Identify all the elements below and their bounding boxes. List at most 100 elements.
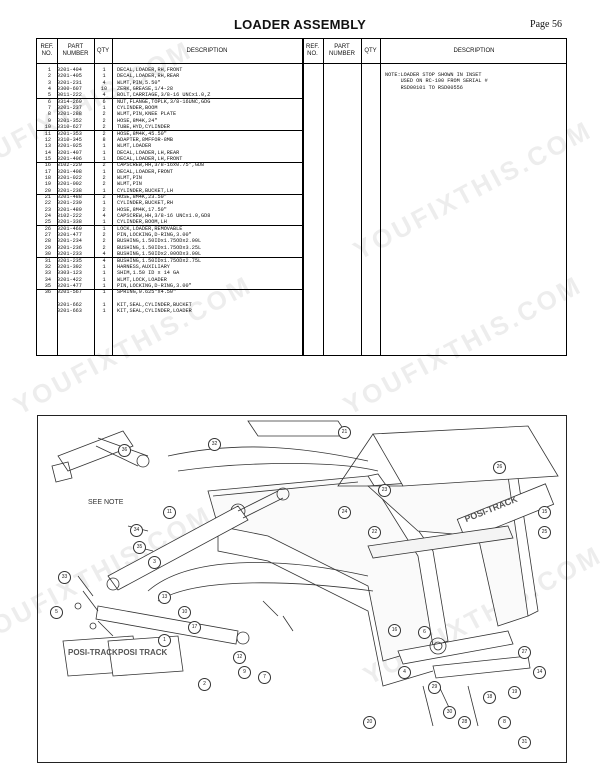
callout-bubble: 27 [518,646,531,659]
qty-cell: 8 [102,136,106,143]
part-number-cell: 0201-405 [57,73,82,80]
description-cell: HOSE,8M4K,23.50" [117,194,167,200]
qty-cell: 1 [102,225,106,232]
header-ref-right: REF. NO. [305,44,319,57]
qty-cell: 6 [102,98,106,105]
callout-bubble: 5 [50,606,63,619]
part-number-cell: 0201-233 [57,251,82,258]
description-cell: CYLINDER,BUCKET,RH [117,200,174,207]
ref-cell: 20 [44,187,51,194]
page-title: LOADER ASSEMBLY [233,17,367,32]
description-cell: DECAL,LOADER,RH,FRONT [117,67,183,73]
callout-bubble: 30 [443,706,456,719]
qty-cell: 1 [102,282,106,289]
description-cell: PIN,LOCKING,D-RING,3.00" [117,232,192,239]
qty-cell: 2 [102,130,106,137]
part-number-cell: 0201-022 [57,174,82,181]
qty-cell: 1 [102,307,106,314]
description-cell: KIT,SEAL,CYLINDER,LOADER [117,307,192,314]
ref-cell: 4 [47,86,51,93]
part-number-cell: 0201-406 [57,155,82,162]
description-cell: ZERK,GREASE,1/4-28 [117,86,174,93]
ref-cell: 30 [44,251,51,258]
group-divider [37,193,302,195]
part-number-cell: 0201-489 [57,206,82,213]
qty-cell: 2 [102,124,106,131]
qty-cell: 1 [102,200,106,207]
callout-bubble: 15 [538,506,551,519]
col-qty-left [94,39,113,355]
part-number-cell: 0310-627 [57,124,82,131]
callout-bubble: 7 [258,671,271,684]
description-cell: NUT,FLANGE,TOPLK,3/8-16UNC,GDG [117,98,211,105]
description-cell: LOCK,LOADER,REMOVABLE [117,225,183,232]
qty-cell: 1 [102,301,106,308]
description-cell: CAPSCREW,HH,3/8-16 UNCx1.0,GD8 [117,213,211,220]
ref-cell: 11 [44,130,51,137]
qty-cell: 1 [102,219,106,226]
qty-cell: 4 [102,79,106,86]
qty-cell: 4 [102,251,106,258]
qty-cell: 2 [102,194,106,200]
ref-cell: 7 [47,105,51,112]
description-cell: CYLINDER,BOOM,LH [117,219,167,226]
boom-cylinder [106,487,290,591]
ref-cell: 25 [44,219,51,226]
exploded-diagram: SEE NOTE POSI-TRACK POSI-TRACK POSI TRAC… [37,415,567,763]
ref-cell: 26 [44,225,51,232]
ref-cell: 15 [44,155,51,162]
header-part-number: PART NUMBER [62,44,89,57]
decal-text: POSI-TRACK [68,648,118,657]
part-number-cell: 0314-269 [57,98,82,105]
table-note: NOTE:LOADER STOP SHOWN IN INSET USED ON … [385,72,488,91]
part-number-cell: 0201-662 [57,301,82,308]
part-number-cell: 0201-338 [57,219,82,226]
header-description-right: DESCRIPTION [453,47,495,54]
description-cell: SPRING,0.625"x4.50" [117,289,177,296]
ref-cell: 16 [44,162,51,169]
header-qty: QTY [96,47,110,54]
qty-cell: 1 [102,143,106,150]
part-number-cell: 0201-404 [57,67,82,73]
ref-cell: 35 [44,282,51,289]
description-cell: WLMT,PIN,5.50" [117,79,161,86]
part-number-cell: 0201-422 [57,276,82,283]
part-number-cell: 0201-231 [57,79,82,86]
callout-bubble: 10 [178,606,191,619]
part-number-cell: 0310-345 [57,136,82,143]
part-number-cell: 0201-567 [57,289,82,296]
qty-cell: 4 [102,213,106,220]
description-cell: DECAL,LOADER,RH,REAR [117,73,180,80]
callout-bubble: 26 [493,461,506,474]
callout-bubble: 4 [398,666,411,679]
col-part-right [323,39,362,355]
ref-cell: 36 [44,289,51,296]
part-number-cell: 8011-222 [57,92,82,99]
ref-cell: 5 [47,92,51,99]
ref-cell: 29 [44,244,51,251]
part-number-cell: 0201-488 [57,194,82,200]
description-cell: BUSHING,1.50IDx1.75ODx2.75L [117,257,202,264]
auxiliary-harness [167,446,379,472]
ref-cell: 6 [47,98,51,105]
qty-cell: 1 [102,168,106,175]
part-number-cell: 0300-607 [57,86,82,93]
part-number-cell: 0201-002 [57,181,82,188]
part-number-cell: 0201-288 [57,111,82,118]
qty-cell: 2 [102,117,106,124]
description-cell: DECAL,LOADER,LH,REAR [117,149,180,156]
part-number-cell: 0201-392 [57,263,82,270]
group-divider [37,288,302,290]
ref-cell: 12 [44,136,51,143]
part-number-cell: 0201-235 [57,257,82,264]
parts-table: REF. NO. PART NUMBER QTY DESCRIPTION REF… [36,38,567,356]
part-number-cell: 0303-123 [57,270,82,277]
callout-bubble: 8 [498,716,511,729]
callout-bubble: 9 [238,666,251,679]
callout-bubble: 11 [163,506,176,519]
callout-bubble: 35 [133,541,146,554]
qty-cell: 2 [102,206,106,213]
qty-cell: 1 [102,105,106,112]
description-cell: DECAL,LOADER,FRONT [117,168,174,175]
ref-cell: 3 [47,79,51,86]
